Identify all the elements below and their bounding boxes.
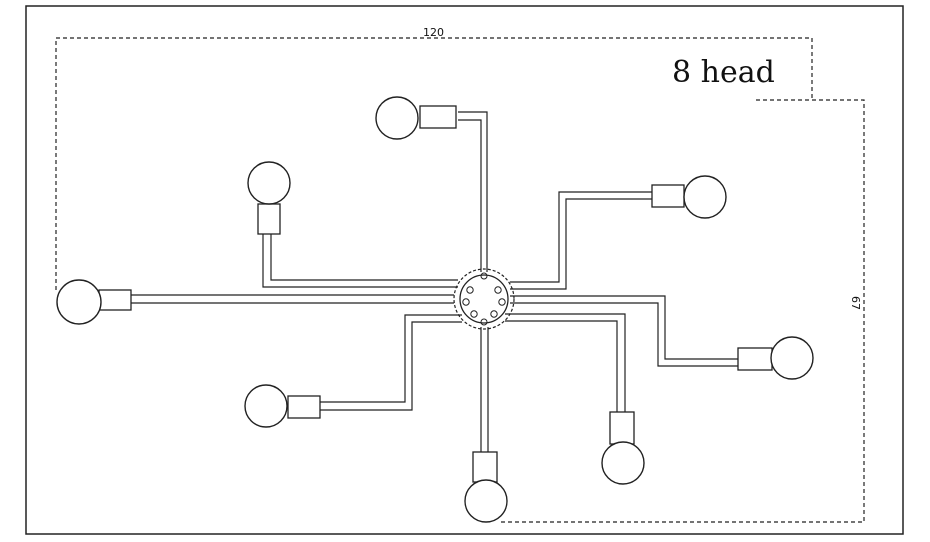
- socket-bottom: [472, 451, 498, 483]
- width-dimension-label: 120: [423, 26, 444, 39]
- bulb-right: [770, 336, 814, 380]
- socket-upper-right: [651, 184, 685, 208]
- bulb-top: [375, 96, 419, 140]
- width-dimension: [55, 37, 813, 290]
- height-dimension-label: 67: [849, 296, 862, 310]
- bulb-lower-left: [244, 384, 288, 428]
- socket-lower-left: [287, 395, 321, 419]
- socket-top: [419, 105, 457, 129]
- chandelier-arms: [131, 111, 738, 452]
- lamp-bulbs: [56, 96, 814, 523]
- bulb-left: [56, 279, 102, 325]
- socket-left: [98, 289, 132, 311]
- socket-upper-left: [257, 203, 281, 235]
- socket-right: [737, 347, 773, 371]
- central-hub: [453, 268, 515, 330]
- bulb-lower-right: [601, 441, 645, 485]
- model-title: 8 head: [672, 55, 775, 90]
- bulb-bottom: [464, 479, 508, 523]
- height-dimension: [498, 99, 865, 523]
- socket-lower-right: [609, 411, 635, 445]
- outer-frame: [25, 5, 904, 535]
- bulb-upper-left: [247, 161, 291, 205]
- lamp-sockets: [98, 105, 773, 483]
- bulb-upper-right: [683, 175, 727, 219]
